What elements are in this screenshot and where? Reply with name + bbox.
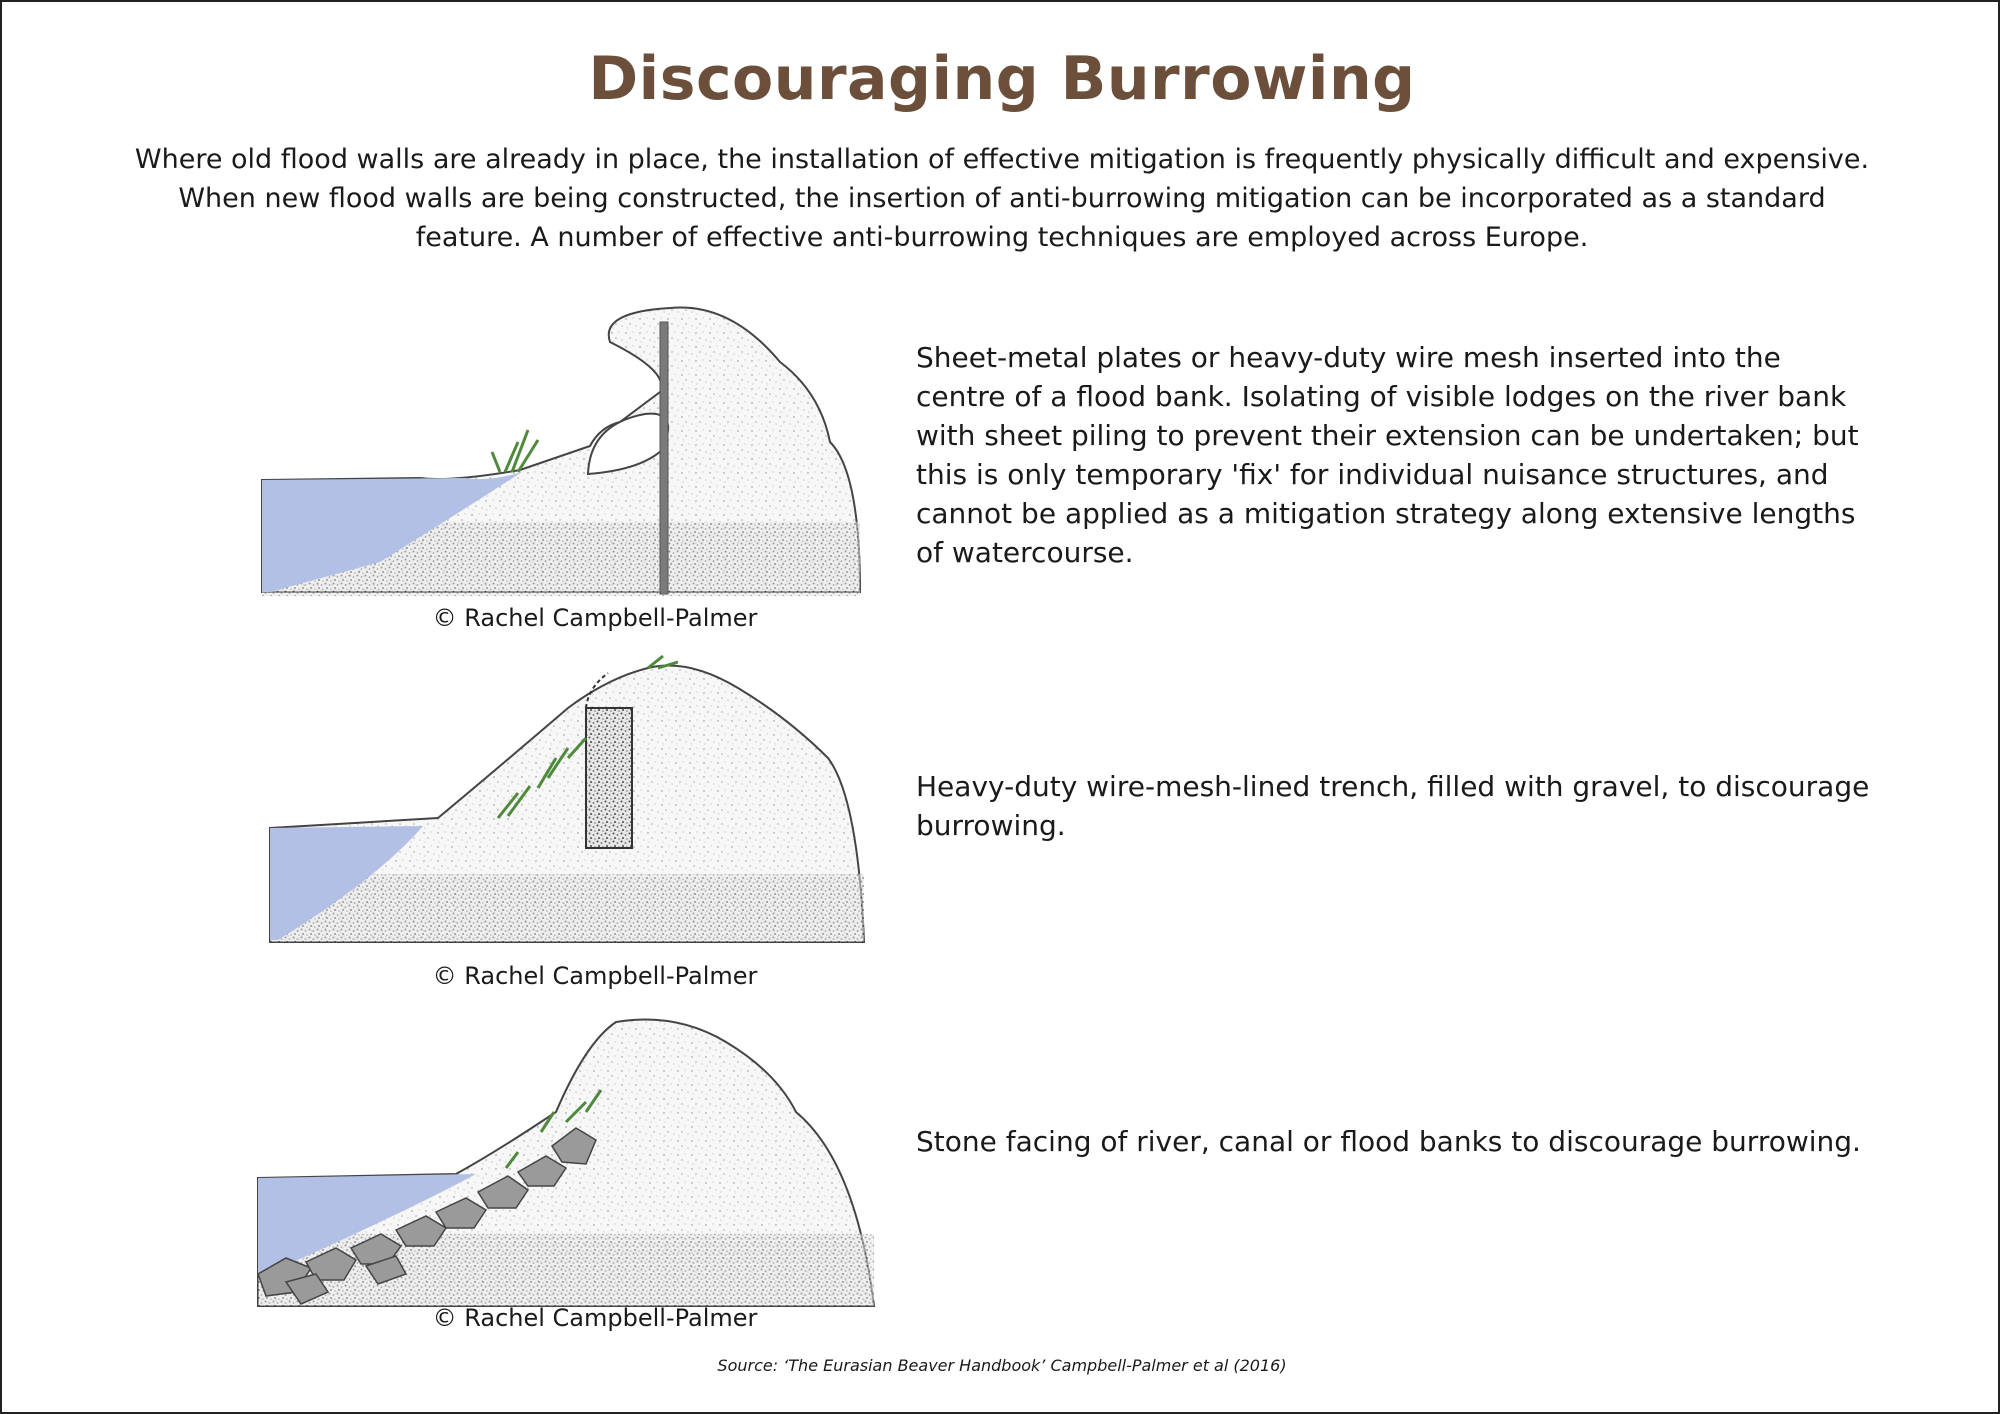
figure-stone-facing: [256, 1012, 878, 1310]
flood-bank-stone-facing-icon: [257, 1018, 876, 1307]
figure-mesh-trench: [268, 648, 866, 944]
figure-2-credit: © Rachel Campbell-Palmer: [432, 962, 758, 990]
figure-1-credit: © Rachel Campbell-Palmer: [432, 604, 758, 632]
figure-1-description: Sheet-metal plates or heavy-duty wire me…: [916, 341, 1859, 569]
intro-paragraph: Where old flood walls are already in pla…: [134, 144, 1870, 253]
figure-2-description: Heavy-duty wire-mesh-lined trench, fille…: [916, 770, 1870, 842]
page-title: Discouraging Burrowing: [588, 44, 1416, 114]
flood-bank-sheet-metal-plate-icon: [261, 306, 862, 596]
flood-bank-mesh-trench-icon: [269, 654, 866, 943]
figure-sheet-metal-plate: [260, 302, 864, 598]
figure-3-credit: © Rachel Campbell-Palmer: [432, 1304, 758, 1332]
figure-3-description: Stone facing of river, canal or flood ba…: [916, 1125, 1861, 1158]
source-citation: Source: ‘The Eurasian Beaver Handbook’ C…: [717, 1356, 1287, 1375]
